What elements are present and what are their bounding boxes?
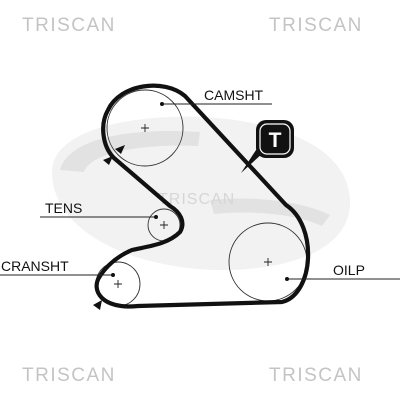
crankshaft-leader	[0, 273, 115, 277]
crankshaft-label: CRANSHT	[1, 258, 69, 274]
camshaft-pulley	[106, 89, 184, 167]
timing-belt	[94, 83, 311, 309]
watermark-center: TRISCAN	[158, 191, 235, 208]
watermark-top-right: TRISCAN	[269, 15, 363, 36]
tensioner-label: TENS	[45, 200, 82, 216]
rotation-arrow-upper-icon	[103, 145, 125, 165]
tensioner-leader	[40, 215, 158, 219]
rotation-arrow-lower-icon	[93, 300, 102, 310]
watermark-bottom-left: TRISCAN	[22, 365, 116, 386]
tensioner-badge-letter: T	[269, 129, 282, 152]
camshaft-leader	[160, 102, 272, 106]
oil-pump-label: OILP	[333, 262, 365, 278]
tensioner-badge: T	[241, 120, 294, 173]
watermark-bottom-right: TRISCAN	[269, 365, 363, 386]
camshaft-label: CAMSHT	[204, 87, 264, 103]
oil-pump-leader	[285, 277, 400, 281]
watermark-top-left: TRISCAN	[22, 15, 116, 36]
